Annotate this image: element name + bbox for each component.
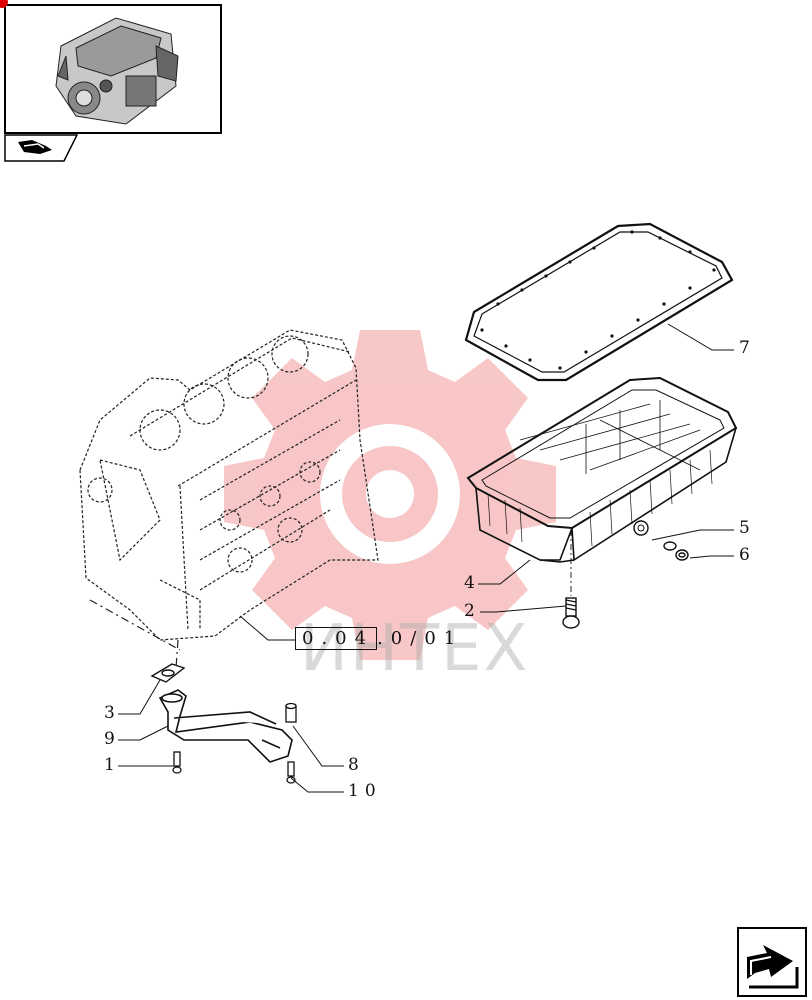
callout-4: 4 [464, 573, 481, 593]
book-pages-icon [4, 134, 78, 162]
bracket-screw [286, 761, 296, 784]
callout-1: 1 [104, 755, 121, 775]
drain-plug-and-washer [663, 541, 689, 561]
cross-reference-suffix: .0/01 [377, 628, 464, 649]
next-page-arrow-icon[interactable] [737, 927, 807, 997]
watermark-text: ИНТЕХ [300, 612, 530, 686]
callout-6: 6 [739, 545, 756, 565]
callout-7: 7 [739, 338, 756, 358]
callout-2: 2 [464, 601, 481, 621]
callout-8: 8 [348, 755, 365, 775]
pickup-gasket [150, 663, 186, 683]
cross-reference-label[interactable]: 0.04.0/01 [295, 627, 464, 650]
watermark-gear-icon [224, 330, 556, 660]
callout-9: 9 [104, 729, 121, 749]
corner-marker-icon [0, 0, 8, 8]
engine-block [79, 329, 379, 669]
oil-pan-bolt [562, 530, 580, 629]
callout-5: 5 [739, 518, 756, 538]
engine-thumbnail[interactable] [4, 4, 222, 134]
callout-10: 10 [348, 781, 382, 801]
oil-pan-gasket [464, 222, 734, 382]
callout-3: 3 [104, 703, 121, 723]
cross-reference-boxed: 0.04 [295, 627, 378, 650]
leader-lines [118, 323, 734, 793]
engine-thumbnail-icon [55, 17, 179, 125]
oil-suction-pipe [158, 689, 293, 763]
pipe-spacer [285, 702, 297, 723]
pipe-screw [172, 751, 182, 774]
oil-pan [466, 376, 738, 563]
